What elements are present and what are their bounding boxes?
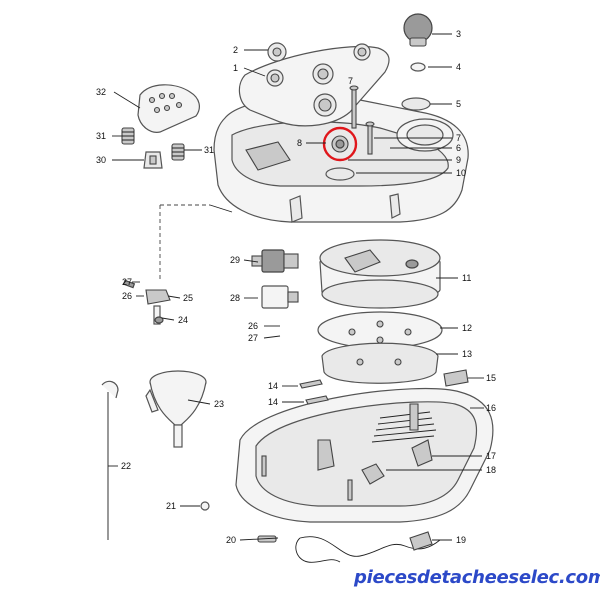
label-9: 9 — [456, 155, 461, 165]
gasket — [317, 311, 443, 349]
solenoid — [261, 285, 299, 309]
label-1: 1 — [233, 63, 238, 73]
label-15: 15 — [486, 373, 496, 383]
funnel — [145, 370, 207, 448]
power-cable — [295, 531, 441, 563]
label-8: 8 — [297, 138, 302, 148]
label-3: 3 — [456, 29, 461, 39]
part-numbers: 2 1 3 4 5 7 6 9 10 7 8 32 31 31 30 11 12… — [96, 29, 496, 545]
label-23: 23 — [214, 399, 224, 409]
watermark-text: piecesdetacheeselec.com — [354, 567, 600, 588]
ring — [401, 97, 431, 111]
screws — [349, 85, 375, 155]
label-12: 12 — [462, 323, 472, 333]
label-30: 30 — [96, 155, 106, 165]
base-tray — [235, 387, 494, 523]
heating-plate — [321, 342, 439, 384]
pump — [251, 249, 299, 273]
label-26-right: 26 — [248, 321, 258, 331]
label-31-right: 31 — [204, 145, 214, 155]
side-cover — [137, 84, 200, 133]
label-11: 11 — [462, 273, 471, 283]
label-25: 25 — [183, 293, 193, 303]
label-10: 10 — [456, 168, 466, 178]
label-16: 16 — [486, 403, 496, 413]
label-4: 4 — [456, 62, 461, 72]
label-31-left: 31 — [96, 131, 106, 141]
label-6: 6 — [456, 143, 461, 153]
label-14-bottom: 14 — [268, 397, 278, 407]
leader-lines — [108, 33, 484, 541]
label-27-right: 27 — [248, 333, 258, 343]
label-18: 18 — [486, 465, 496, 475]
valve-assembly — [122, 279, 171, 325]
label-21: 21 — [166, 501, 176, 511]
knob — [403, 13, 433, 72]
label-14-top: 14 — [268, 381, 278, 391]
springs — [121, 127, 185, 161]
label-27-left: 27 — [122, 277, 132, 287]
connectors — [299, 369, 469, 405]
label-28: 28 — [230, 293, 240, 303]
label-32: 32 — [96, 87, 106, 97]
label-7-right: 7 — [456, 133, 461, 143]
label-2: 2 — [233, 45, 238, 55]
label-5: 5 — [456, 99, 461, 109]
label-24: 24 — [178, 315, 188, 325]
clip — [143, 151, 163, 169]
label-20: 20 — [226, 535, 236, 545]
label-19: 19 — [456, 535, 466, 545]
boiler — [319, 239, 441, 309]
label-17: 17 — [486, 451, 496, 461]
label-13: 13 — [462, 349, 472, 359]
highlighted-valve — [322, 126, 358, 162]
label-29: 29 — [230, 255, 240, 265]
rod — [101, 380, 119, 540]
label-7-top: 7 — [348, 76, 353, 86]
label-26-left: 26 — [122, 291, 132, 301]
label-22: 22 — [121, 461, 131, 471]
